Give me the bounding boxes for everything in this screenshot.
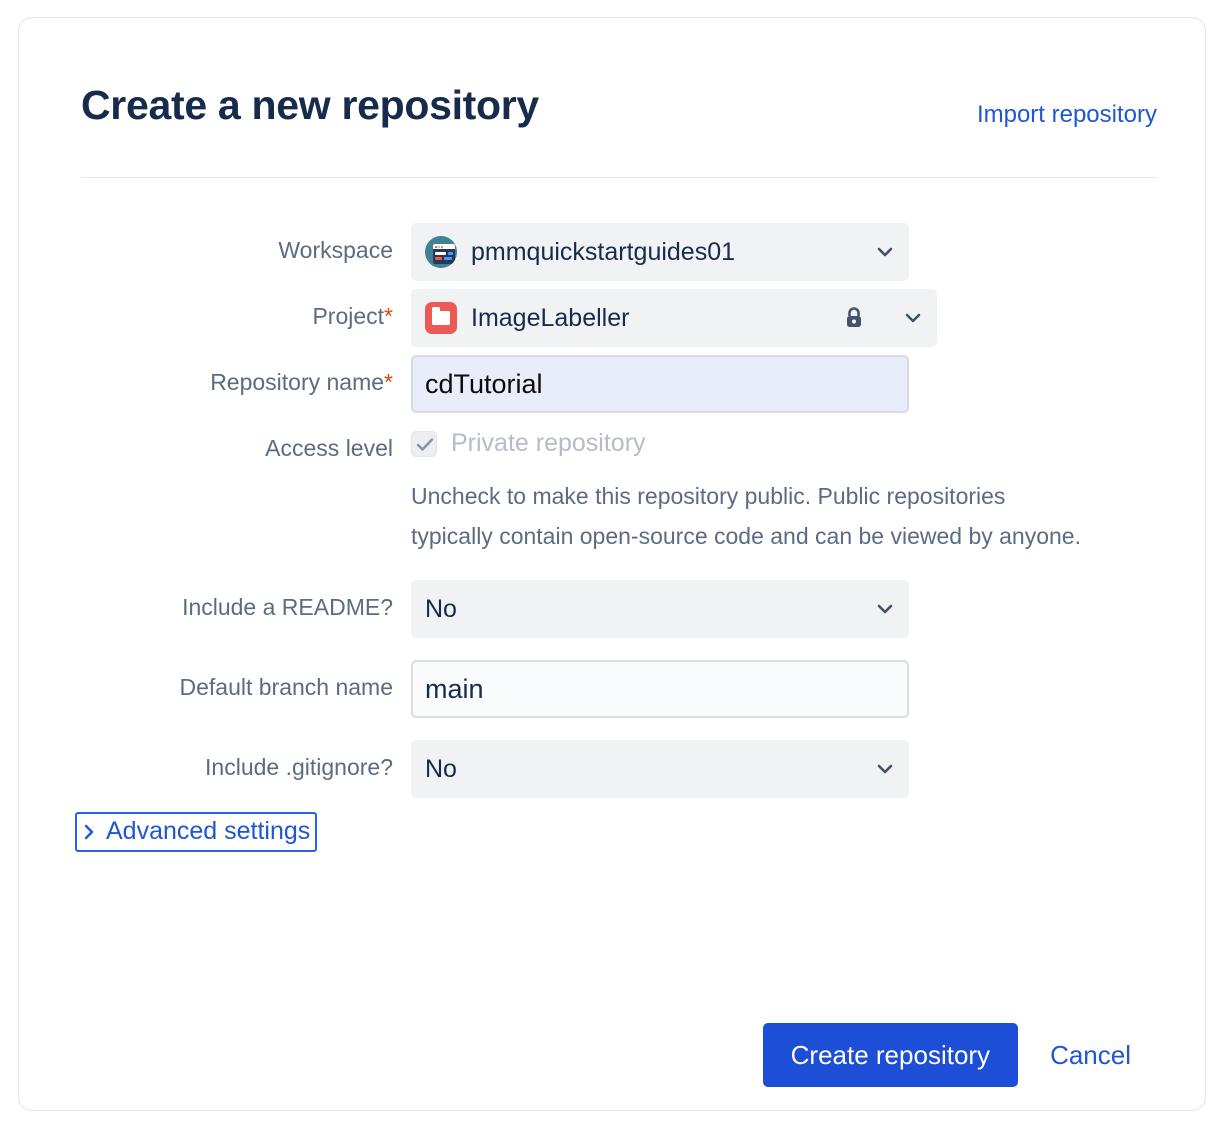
include-gitignore-label: Include .gitignore? bbox=[205, 754, 393, 781]
workspace-avatar-icon bbox=[425, 236, 457, 268]
workspace-label: Workspace bbox=[278, 237, 393, 263]
repository-name-label: Repository name* bbox=[81, 355, 411, 398]
form-row-access-level: Access level Private repository Uncheck … bbox=[81, 421, 1157, 556]
private-repository-checkbox[interactable] bbox=[411, 430, 437, 457]
advanced-settings-label: Advanced settings bbox=[106, 817, 311, 846]
include-gitignore-control: No bbox=[411, 740, 1157, 799]
workspace-value: pmmquickstartguides01 bbox=[471, 239, 736, 265]
repository-name-label-text: Repository name bbox=[210, 369, 385, 395]
chevron-down-icon bbox=[903, 308, 923, 328]
access-level-help-text: Uncheck to make this repository public. … bbox=[411, 483, 1081, 550]
header-divider bbox=[81, 177, 1157, 178]
cancel-button[interactable]: Cancel bbox=[1044, 1039, 1137, 1072]
form-row-include-gitignore: Include .gitignore? No bbox=[81, 740, 1157, 799]
workspace-select[interactable]: pmmquickstartguides01 bbox=[411, 223, 909, 281]
advanced-settings-row: Advanced settings bbox=[75, 812, 1157, 853]
card-header: Create a new repository Import repositor… bbox=[81, 73, 1157, 178]
project-value: ImageLabeller bbox=[471, 305, 630, 331]
access-level-control: Private repository Uncheck to make this … bbox=[411, 421, 1157, 556]
access-level-label: Access level bbox=[265, 435, 393, 461]
private-repository-checkbox-row[interactable]: Private repository bbox=[411, 421, 1157, 458]
include-readme-select[interactable]: No bbox=[411, 580, 909, 639]
include-gitignore-select[interactable]: No bbox=[411, 740, 909, 799]
project-control: ImageLabeller bbox=[411, 289, 1157, 347]
folder-icon bbox=[425, 302, 457, 334]
project-required-marker: * bbox=[384, 303, 393, 329]
repository-name-required-marker: * bbox=[384, 369, 393, 395]
form-row-default-branch-name: Default branch name main bbox=[81, 660, 1157, 719]
form-row-include-readme: Include a README? No bbox=[81, 580, 1157, 639]
workspace-control: pmmquickstartguides01 bbox=[411, 223, 1157, 281]
chevron-right-icon bbox=[82, 823, 96, 841]
include-readme-value: No bbox=[425, 596, 457, 622]
form-row-project: Project* ImageLabeller bbox=[81, 289, 1157, 347]
repository-name-control: cdTutorial bbox=[411, 355, 1157, 413]
project-label: Project* bbox=[81, 289, 411, 332]
default-branch-name-label: Default branch name bbox=[179, 674, 393, 701]
repository-name-input[interactable]: cdTutorial bbox=[411, 355, 909, 413]
chevron-down-icon bbox=[875, 759, 895, 779]
form-actions: Create repository Cancel bbox=[762, 1023, 1137, 1087]
create-repository-button[interactable]: Create repository bbox=[762, 1023, 1019, 1087]
chevron-down-icon bbox=[875, 599, 895, 619]
import-repository-link[interactable]: Import repository bbox=[976, 101, 1157, 128]
create-repository-card: Create a new repository Import repositor… bbox=[18, 17, 1206, 1111]
project-label-text: Project bbox=[312, 303, 385, 329]
private-repository-label: Private repository bbox=[451, 429, 646, 457]
include-readme-label: Include a README? bbox=[182, 594, 393, 621]
include-gitignore-value: No bbox=[425, 756, 457, 782]
chevron-down-icon bbox=[875, 242, 895, 262]
form-row-repository-name: Repository name* cdTutorial bbox=[81, 355, 1157, 413]
lock-icon bbox=[841, 305, 867, 331]
create-repository-form: Workspace pmmquickstartguides01 bbox=[75, 223, 1157, 853]
default-branch-name-control: main bbox=[411, 660, 1157, 719]
form-row-workspace: Workspace pmmquickstartguides01 bbox=[81, 223, 1157, 281]
project-select[interactable]: ImageLabeller bbox=[411, 289, 937, 347]
advanced-settings-toggle[interactable]: Advanced settings bbox=[75, 812, 318, 853]
default-branch-name-input[interactable]: main bbox=[411, 660, 909, 719]
page-title: Create a new repository bbox=[81, 82, 539, 128]
include-readme-control: No bbox=[411, 580, 1157, 639]
card-content: Create a new repository Import repositor… bbox=[75, 73, 1157, 1087]
